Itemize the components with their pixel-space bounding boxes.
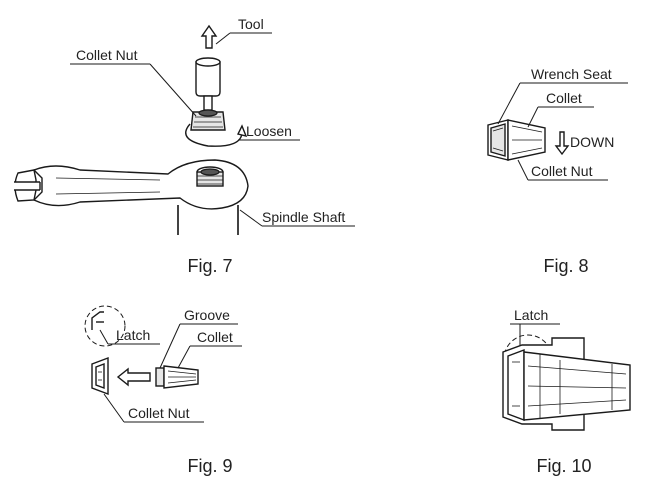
label-latch-fig10: Latch — [514, 307, 548, 323]
fig8-labels: Wrench Seat Collet DOWN Collet Nut — [497, 66, 628, 181]
latch-detail-circle — [84, 305, 126, 347]
down-arrow-icon — [554, 131, 570, 156]
tool — [195, 57, 221, 111]
latch-detail — [91, 311, 104, 330]
label-latch-fig9: Latch — [116, 327, 150, 343]
fig9: Groove Latch Collet Collet Nut Fig. 9 — [84, 305, 242, 476]
label-collet: Collet — [546, 90, 582, 106]
fig7-labels: Tool Collet Nut Loosen Spindle Shaft — [70, 16, 355, 227]
label-groove: Groove — [184, 307, 230, 323]
collet-fig9 — [155, 365, 199, 389]
caption-fig10: Fig. 10 — [536, 456, 591, 476]
label-collet-nut: Collet Nut — [76, 47, 138, 63]
label-tool: Tool — [238, 16, 264, 32]
label-collet-nut-fig9: Collet Nut — [128, 405, 190, 421]
left-arrow-icon — [116, 367, 151, 387]
collet-nut-fig9 — [91, 356, 109, 396]
fig9-labels: Groove Latch Collet Collet Nut — [99, 307, 242, 423]
caption-fig8: Fig. 8 — [543, 256, 588, 276]
wrench — [12, 159, 249, 210]
collet-fig8 — [507, 119, 546, 161]
fig10: Latch Fig. 10 — [502, 307, 631, 476]
spindle-thread — [196, 166, 224, 187]
label-down: DOWN — [570, 134, 614, 150]
caption-fig9: Fig. 9 — [187, 456, 232, 476]
collet-nut-fig7 — [190, 109, 226, 131]
up-arrow-icon — [200, 24, 218, 49]
fig7: Tool Collet Nut Loosen Spindle Shaft Fig… — [12, 16, 355, 276]
fig10-labels: Latch — [510, 307, 560, 346]
label-collet-fig9: Collet — [197, 329, 233, 345]
label-spindle-shaft: Spindle Shaft — [262, 209, 345, 225]
label-loosen: Loosen — [246, 123, 292, 139]
label-collet-nut-fig8: Collet Nut — [531, 163, 593, 179]
fig8: Wrench Seat Collet DOWN Collet Nut Fig. … — [487, 66, 628, 276]
collet-nut-fig8 — [487, 119, 509, 161]
label-wrench-seat: Wrench Seat — [531, 66, 612, 82]
collet-fig10 — [523, 351, 631, 421]
caption-fig7: Fig. 7 — [187, 256, 232, 276]
spindle-shaft — [177, 205, 239, 235]
